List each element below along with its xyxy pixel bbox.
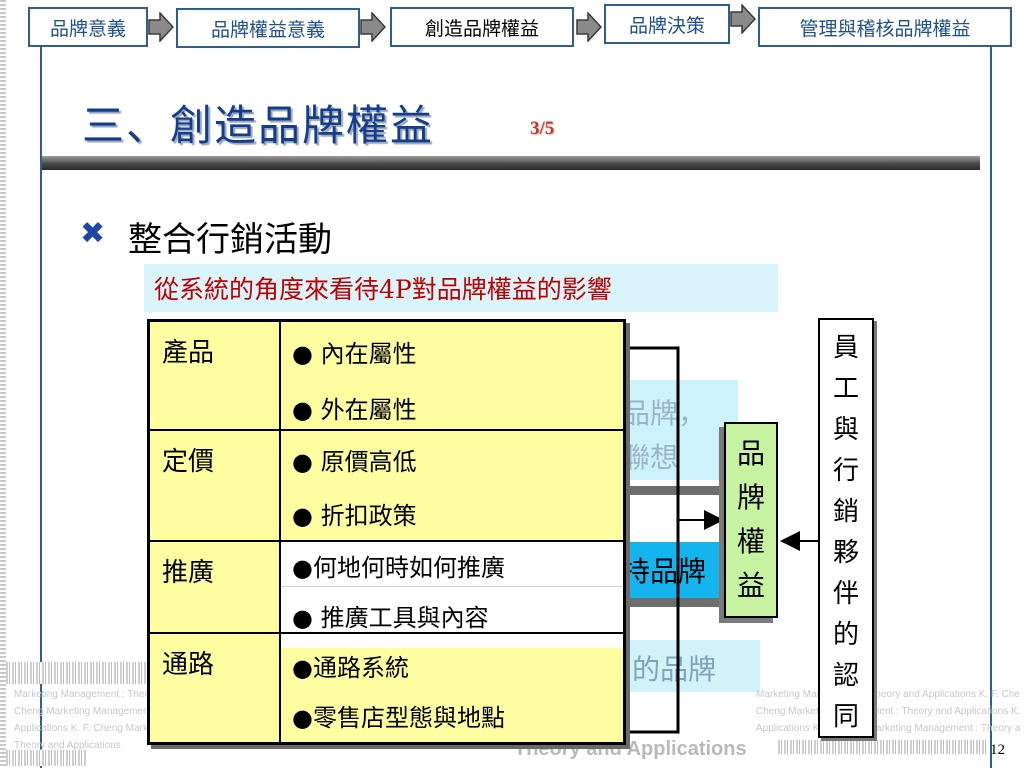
staff-partner-recognition-box: 員 工 與 行 銷 夥 伴 的 認 同	[818, 318, 874, 738]
slide-left-edge	[0, 0, 6, 768]
x-mark-icon: ✖	[80, 216, 106, 251]
nav-arrow-icon	[360, 12, 386, 42]
background-blue-box	[612, 542, 732, 598]
four-p-table: 產品 定價 推廣 通路 ● 內在屬性 ● 外在屬性 ● 原價高低 ● 折扣政策 …	[147, 319, 626, 745]
background-pale-box	[612, 640, 760, 692]
watermark-barcode	[6, 750, 86, 766]
table-row-divider	[150, 632, 623, 634]
title-underline-bar	[42, 156, 980, 170]
nav-arrow-icon	[730, 4, 756, 34]
table-row-category: 推廣	[150, 542, 281, 648]
nav-arrow-icon	[576, 12, 602, 42]
slide-frame	[40, 30, 992, 768]
nav-step-create-brand-equity[interactable]: 創造品牌權益	[390, 7, 574, 47]
watermark-barcode	[778, 740, 988, 754]
background-shadow-bar	[612, 598, 730, 607]
slide-title: 三、創造品牌權益	[82, 101, 435, 150]
watermark-text: Marketing Management : Theory and Applic…	[756, 689, 1020, 734]
nav-step-brand-equity-meaning[interactable]: 品牌權益意義	[176, 8, 360, 48]
nav-step-brand-decision[interactable]: 品牌決策	[604, 4, 730, 44]
table-row-category: 產品	[150, 322, 281, 429]
table-item: ● 推廣工具與內容	[292, 604, 489, 632]
table-row-category: 通路	[150, 634, 281, 742]
table-item: ●零售店型態與地點	[292, 704, 505, 732]
nav-step-brand-meaning[interactable]: 品牌意義	[28, 7, 148, 47]
watermark-barcode	[6, 662, 146, 684]
background-blue-text: 持品牌	[622, 555, 707, 588]
background-shadow-bar	[600, 486, 730, 495]
table-row-divider	[150, 540, 623, 542]
bullet-heading: 整合行銷活動	[128, 220, 332, 260]
page-number: 12	[990, 742, 1005, 758]
nav-step-manage-brand-equity[interactable]: 管理與稽核品牌權益	[758, 7, 1012, 47]
subtitle-banner: 從系統的角度來看待4P對品牌權益的影響	[144, 264, 778, 312]
table-item: ●何地何時如何推廣	[292, 554, 505, 582]
background-pale-text: 的品牌	[632, 653, 717, 686]
background-cyan-text: 品牌， 聯想	[622, 397, 707, 474]
nav-arrow-icon	[148, 12, 174, 42]
table-cell-highlight	[281, 542, 623, 648]
table-item: ● 折扣政策	[292, 502, 417, 530]
table-cell-divider	[281, 586, 623, 587]
table-row-divider	[150, 429, 623, 431]
table-item: ● 內在屬性	[292, 340, 417, 368]
table-item: ●通路系統	[292, 654, 409, 682]
table-item: ● 外在屬性	[292, 396, 417, 424]
table-row-category: 定價	[150, 431, 281, 540]
brand-equity-box: 品 牌 權 益	[724, 422, 778, 618]
watermark-text: Marketing Management : Theory and Applic…	[14, 689, 148, 751]
slide-title-part: 3/5	[530, 118, 555, 139]
table-item: ● 原價高低	[292, 448, 417, 476]
subtitle-text: 從系統的角度來看待4P對品牌權益的影響	[154, 275, 612, 304]
